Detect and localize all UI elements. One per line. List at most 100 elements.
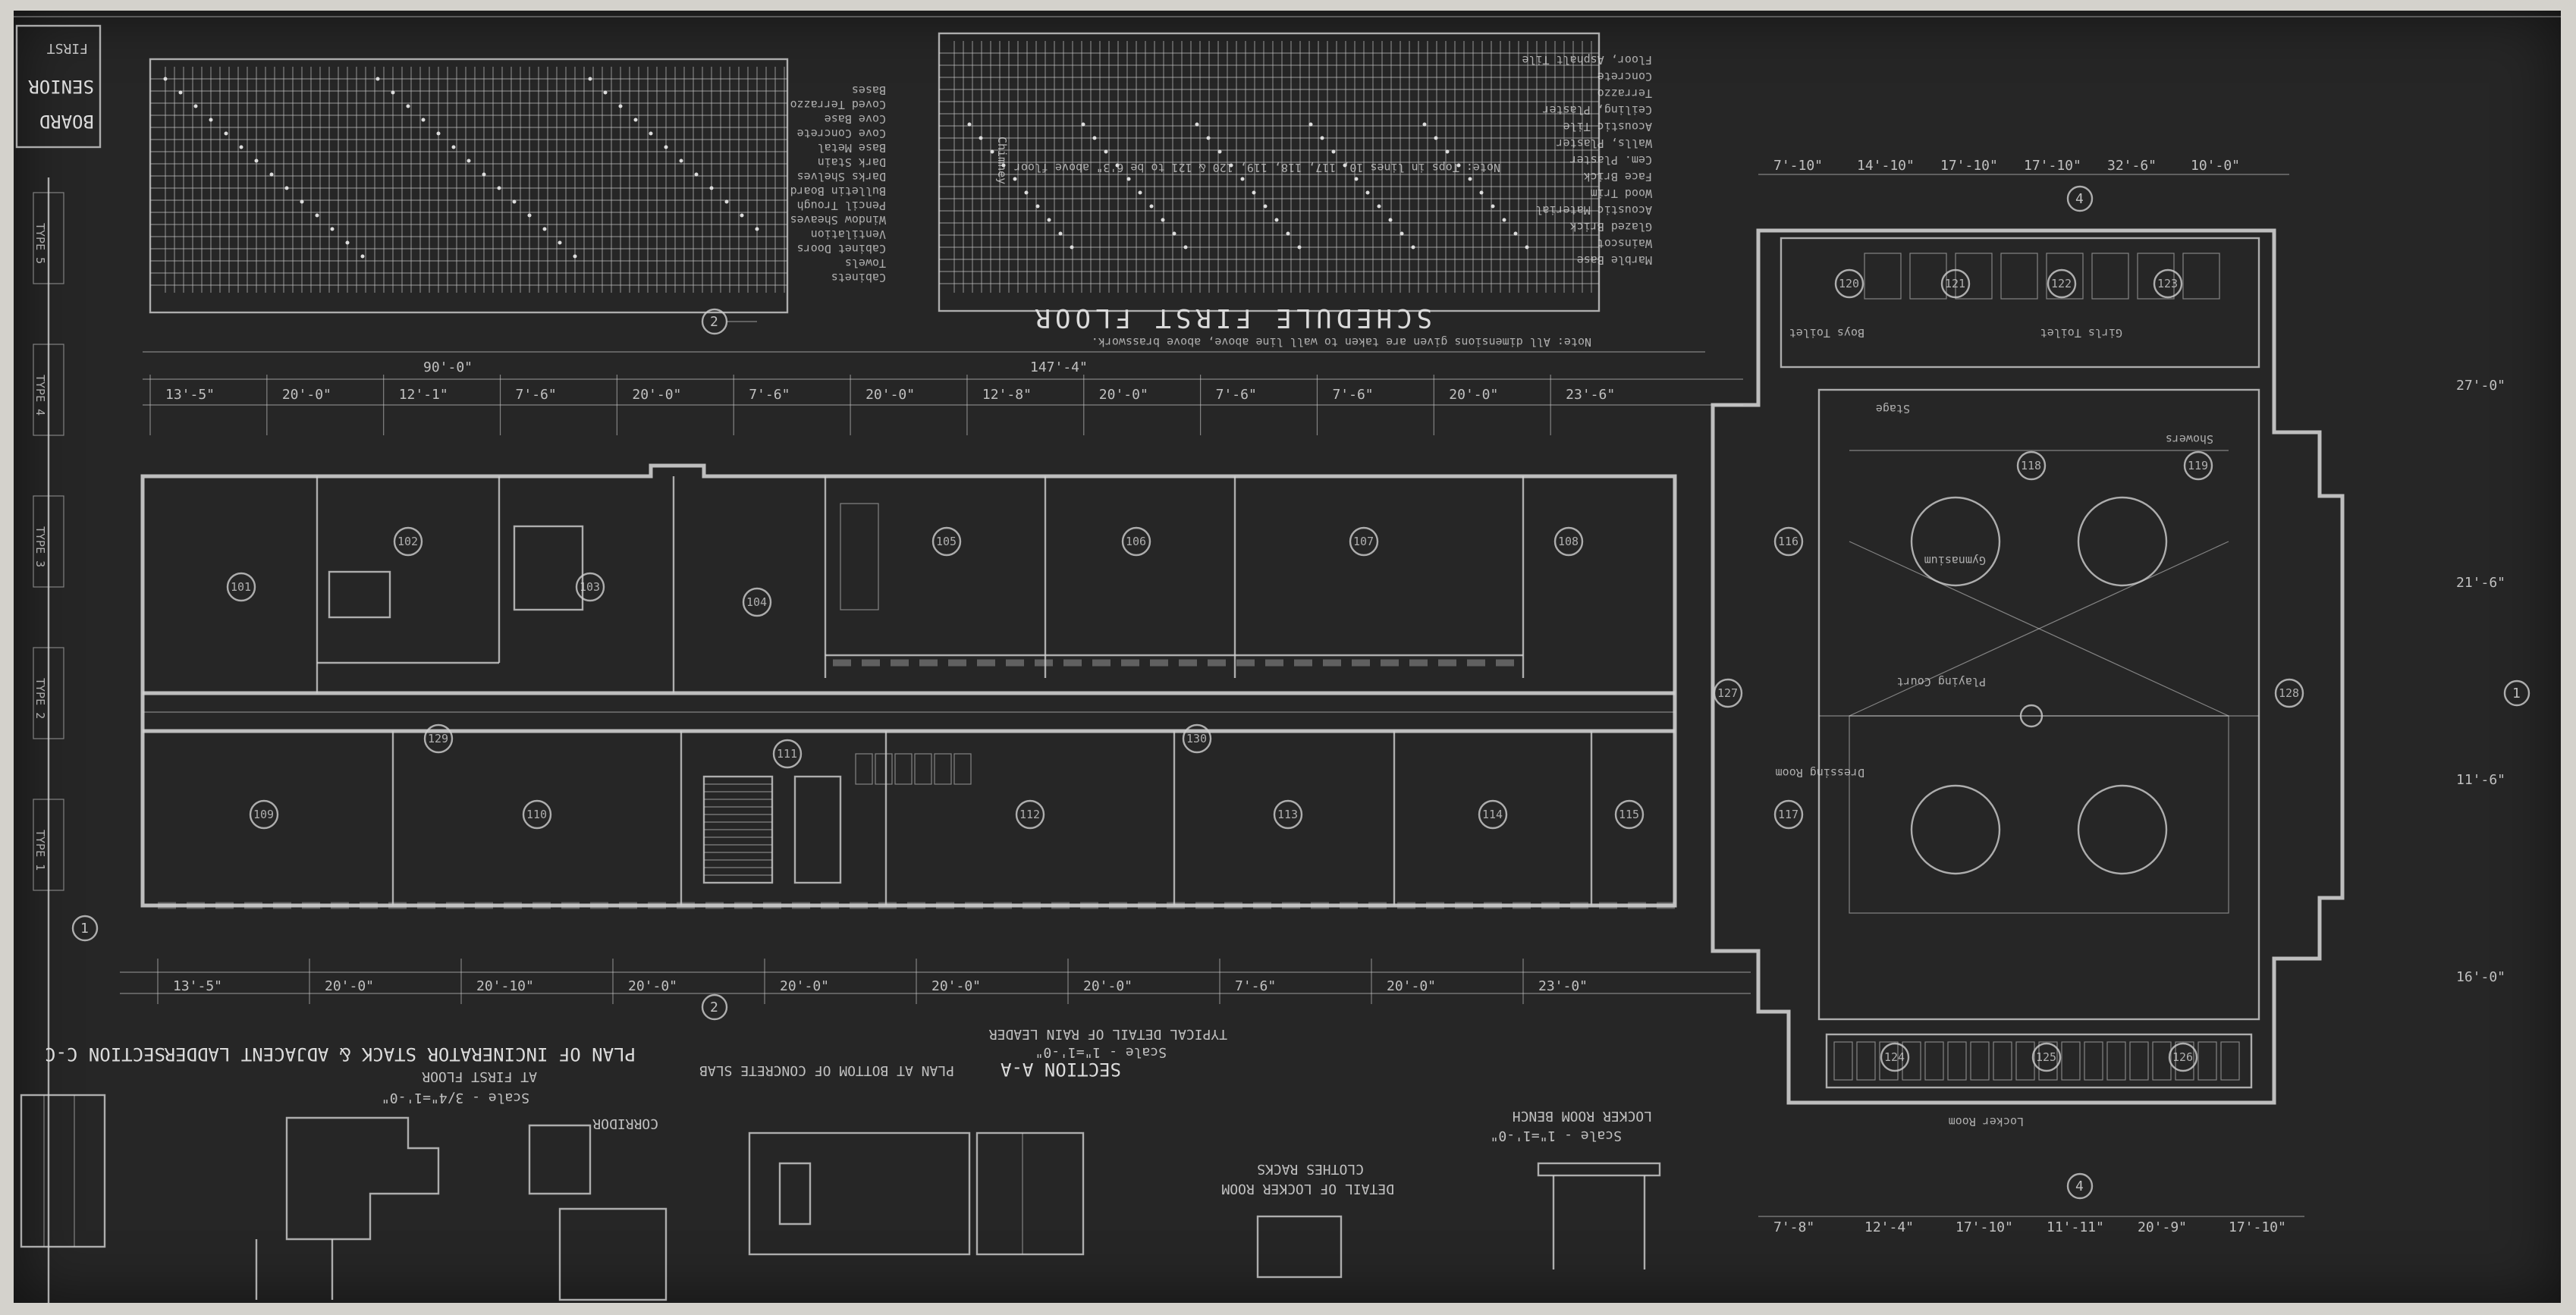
type-label: TYPE 3 xyxy=(33,526,47,567)
schedule-dot xyxy=(1502,218,1506,222)
locker-bench-title: LOCKER ROOM BENCH xyxy=(1513,1108,1652,1124)
room-tag-circle xyxy=(226,572,256,602)
locker xyxy=(1833,1041,1853,1081)
room-tag-circle xyxy=(1880,1042,1910,1072)
schedule-dot xyxy=(1229,163,1233,168)
schedule-row-label: Base Metal xyxy=(818,141,886,155)
gym-side-dimension: 27'-0" xyxy=(2456,378,2505,394)
section-aa-label: SECTION A-A xyxy=(1001,1059,1121,1080)
gymnasium-block: 7'-10"14'-10"17'-10"17'-10"32'-6"10'-0" … xyxy=(1711,158,2505,1235)
schedule-row-label: Bases xyxy=(852,83,886,97)
schedule-dot xyxy=(1195,122,1199,127)
schedule-dot xyxy=(284,186,289,190)
schedule-row-label: Wainscot xyxy=(1597,237,1652,250)
room-tag-circle xyxy=(575,572,605,602)
locker xyxy=(2084,1041,2103,1081)
dimension-label: 7'-6" xyxy=(749,387,790,403)
schedule-dot xyxy=(1297,245,1302,250)
schedule-row-label: Ceiling, Plaster xyxy=(1543,103,1653,117)
room-tag-circle xyxy=(249,799,279,830)
locker xyxy=(2038,1041,2058,1081)
schedule-dot xyxy=(979,136,983,140)
gym-stall xyxy=(2000,253,2038,300)
gym-dimension: 11'-11" xyxy=(2047,1219,2104,1235)
schedule-dot xyxy=(482,172,486,177)
dimension-label: 7'-6" xyxy=(1332,387,1373,403)
room-number: 105 xyxy=(936,535,957,548)
locker xyxy=(1947,1041,1967,1081)
locker xyxy=(2220,1041,2240,1081)
dimension-label: 23'-0" xyxy=(1538,978,1588,994)
schedule-dot xyxy=(527,213,532,218)
room-tag-circle xyxy=(2274,678,2304,708)
schedule-row-label: Cabinet Doors xyxy=(797,242,886,256)
schedule-row-label: Dark Stain xyxy=(818,155,886,169)
dimension-label: 12'-8" xyxy=(982,387,1032,403)
room-number: 112 xyxy=(1019,808,1040,821)
schedule-dot xyxy=(224,131,228,136)
schedule-row-label: Acoustic Material xyxy=(1535,203,1652,217)
locker xyxy=(2175,1041,2194,1081)
schedule-dot xyxy=(300,199,304,204)
slab-plan-title: PLAN AT BOTTOM OF CONCRETE SLAB xyxy=(699,1062,954,1078)
rain-leader-scale: Scale - 1"=1'-0" xyxy=(1035,1044,1167,1060)
dimension-label: 7'-6" xyxy=(1216,387,1257,403)
schedule-dot xyxy=(990,149,994,154)
room-number: 115 xyxy=(1619,808,1639,821)
chimney-label: Chimney xyxy=(995,137,1009,184)
room-tag-circle xyxy=(1773,526,1804,557)
section-marker-4-bottom: 4 xyxy=(2075,1178,2084,1194)
schedule-dot xyxy=(163,77,168,81)
room-number: 103 xyxy=(580,580,600,594)
section-markers: 2 2 1 1 4 4 xyxy=(71,185,2530,1200)
room-tag-circle xyxy=(1713,678,1743,708)
room-tag-circle xyxy=(2168,1042,2198,1072)
schedule-row-label: Floor, Asphalt Tile xyxy=(1522,53,1652,67)
type-box xyxy=(33,495,64,588)
room-tag-circle xyxy=(1349,526,1379,557)
classroom-wing xyxy=(140,463,1677,909)
schedule-dot xyxy=(1308,122,1313,127)
room-tag-circle xyxy=(2031,1042,2062,1072)
type-label: TYPE 4 xyxy=(33,375,47,416)
clothes-racks-label: CLOTHES RACKS xyxy=(1257,1161,1364,1177)
gym-dimension: 32'-6" xyxy=(2107,158,2157,174)
stair-plan-title: PLAN OF INCINERATOR STACK & ADJACENT LAD… xyxy=(164,1044,636,1065)
room-number: 113 xyxy=(1277,808,1298,821)
room-tag-circle xyxy=(1773,799,1804,830)
room-number: 102 xyxy=(397,535,418,548)
room-number: 104 xyxy=(746,595,767,609)
dimension-lines: 13'-5"20'-0"12'-1"7'-6"20'-0"7'-6"20'-0"… xyxy=(120,351,1751,1004)
room-tag-circle xyxy=(1015,799,1045,830)
room-number: 106 xyxy=(1126,535,1146,548)
room-number: 128 xyxy=(2279,686,2299,700)
gym-stall xyxy=(2091,253,2129,300)
schedule-dot xyxy=(709,186,714,190)
schedule-dot xyxy=(497,186,501,190)
dimension-label: 20'-0" xyxy=(282,387,331,403)
room-number: 129 xyxy=(428,732,448,745)
room-tag-circle xyxy=(423,723,454,754)
room-number: 122 xyxy=(2051,277,2072,290)
schedule-row-label: Window Sheaves xyxy=(790,213,886,227)
room-tag-circle xyxy=(1940,268,1971,299)
type-box xyxy=(33,647,64,739)
schedule-dot xyxy=(1013,177,1017,181)
schedule-note: Note: All dimensions given are taken to … xyxy=(1092,335,1591,349)
schedule-title: SCHEDULE FIRST FLOOR xyxy=(1031,303,1432,333)
schedule-dot xyxy=(239,145,243,149)
schedule-dot xyxy=(1422,122,1427,127)
section-marker-1-right: 1 xyxy=(2512,686,2521,701)
room-number: 125 xyxy=(2036,1050,2056,1064)
schedule-dot xyxy=(1104,149,1108,154)
schedule-row-label: Cem. Plaster xyxy=(1570,153,1652,167)
schedule-dot xyxy=(679,158,683,163)
schedule-dot xyxy=(633,118,638,122)
schedule-dot xyxy=(209,118,213,122)
room-tag-circle xyxy=(2153,268,2183,299)
room-tag-circle xyxy=(393,526,423,557)
room-number: 124 xyxy=(1884,1050,1905,1064)
schedule-dot xyxy=(1217,149,1222,154)
schedule-dot xyxy=(193,104,198,108)
